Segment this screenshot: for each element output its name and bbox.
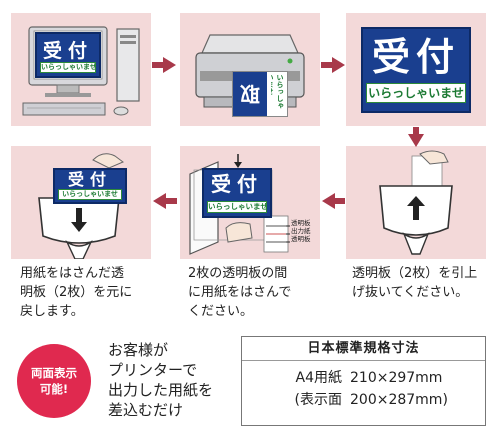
spec-value: 200×287mm) [350,392,448,408]
inserted-sign-title: 受付 [67,170,112,189]
paper-sign: 受付 いらっしゃいませ [202,168,272,218]
caption-line: 用紙をはさんだ透 [20,266,125,281]
badge-line: 両面表示 [31,366,77,380]
arrow-shaft [321,62,333,68]
arrow-shaft [334,198,345,204]
printed-sign-subtitle: いらっしゃいませ [271,74,284,109]
paper-sign-title: 受付 [211,172,263,196]
caption-line: 2枚の透明板の間 [188,266,288,281]
step-printer-panel: 取 いらっしゃいませ [180,13,320,126]
caption-remove: 透明板（2枚）を引上 げ抜いてください。 [352,264,477,302]
step-computer-panel: 受付 いらっしゃいませ [11,13,151,126]
caption-line: に用紙をはさんで [188,285,292,300]
printed-paper: 取 いらっしゃいませ [232,71,288,117]
step-insert-panel: 受付 いらっしゃいませ 透明板 出力紙 透明板 [180,146,320,259]
usage-description: お客様が プリンターで 出力した用紙を 差込むだけ [108,340,213,420]
inserted-sign-subtitle: いらっしゃいませ [58,189,122,200]
paper-sign-subtitle: いらっしゃいませ [207,201,267,213]
arrow-shaft [413,127,419,135]
printed-sign-subtitle: いらっしゃいませ [366,83,466,103]
double-sided-badge: 両面表示 可能! [17,344,91,418]
arrow-right-icon [332,57,345,73]
caption-line: 明板（2枚）を元に [20,285,133,300]
spec-row: A4用紙 210×297mm [242,367,485,389]
spec-title: 日本標準規格寸法 [242,337,485,361]
step-remove-panel [346,146,486,259]
screen-sign: 受付 いらっしゃいませ [35,32,101,78]
size-spec-box: 日本標準規格寸法 A4用紙 210×297mm (表示面 200×287mm) [241,336,486,426]
inserted-sign: 受付 いらっしゃいませ [53,168,127,204]
printed-sign: 受付 いらっしゃいませ [361,27,471,113]
caption-line: 戻します。 [20,304,84,319]
spec-row: (表示面 200×287mm) [242,389,485,411]
caption-insert: 2枚の透明板の間 に用紙をはさんで ください。 [188,264,291,321]
caption-return: 用紙をはさんだ透 明板（2枚）を元に 戻します。 [20,264,132,321]
stand-remove-illustration [379,150,453,255]
printed-sign-title: 受付 [371,35,460,79]
screen-sign-title: 受付 [42,40,93,62]
holder-parts-legend: 透明板 出力紙 透明板 [291,219,311,243]
printed-sign-edge: 取 [233,72,267,116]
caption-line: 透明板（2枚）を引上 [352,266,478,281]
spec-value: 210×297mm [350,370,443,386]
caption-line: げ抜いてください。 [352,285,469,300]
screen-sign-subtitle: いらっしゃいませ [40,62,96,73]
spec-label: (表示面 [294,392,342,408]
arrow-right-icon [163,57,176,73]
description-line: お客様が [108,341,169,359]
step-return-panel: 受付 いらっしゃいませ [11,146,151,259]
arrow-shaft [152,62,164,68]
description-line: 出力した用紙を [108,381,214,399]
caption-line: ください。 [188,304,254,319]
stand-illustration [38,153,124,259]
description-line: 差込むだけ [108,401,184,419]
holder-part-label: 透明板 [291,235,311,243]
badge-line: 可能! [39,382,69,396]
arrow-down-icon [408,134,424,147]
holder-part-label: 透明板 [291,219,311,227]
arrow-left-icon [322,193,335,209]
spec-label: A4用紙 [295,370,342,386]
description-line: プリンターで [108,361,198,379]
step-printed-sign-panel: 受付 いらっしゃいませ [346,13,486,126]
arrow-shaft [165,198,177,204]
arrow-left-icon [153,193,166,209]
holder-part-label: 出力紙 [291,227,311,235]
